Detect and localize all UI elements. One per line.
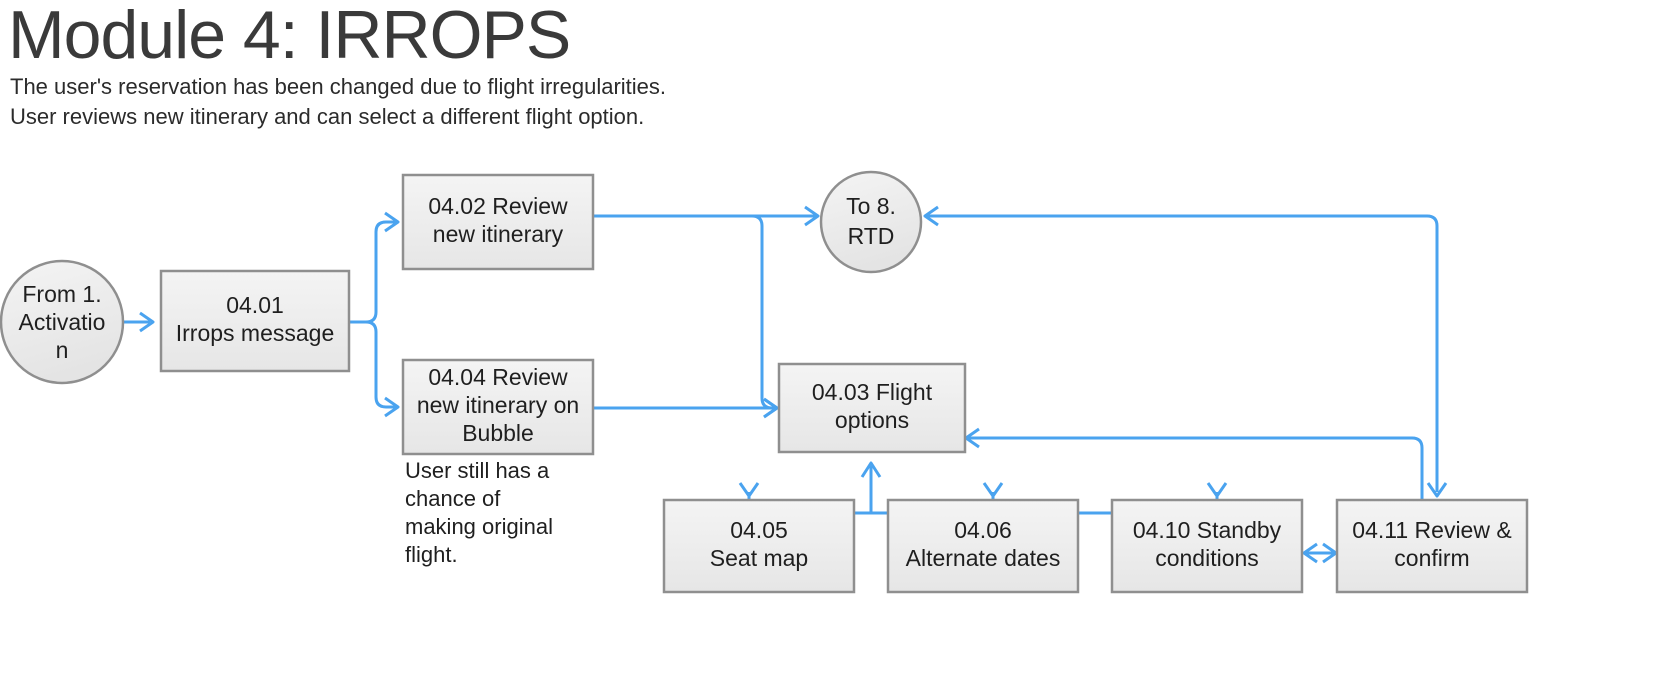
node-04-06-line-2: Alternate dates xyxy=(906,545,1061,571)
node-04-04-line-1: 04.04 Review xyxy=(428,364,568,390)
node-04-02-review-new-itinerary[interactable]: 04.02 Review new itinerary xyxy=(401,173,595,271)
note-line-3: making original xyxy=(405,514,553,539)
node-to-8-rtd[interactable]: To 8. RTD xyxy=(819,170,923,274)
node-04-06-alternate-dates[interactable]: 04.06 Alternate dates xyxy=(886,498,1080,594)
node-04-05-line-1: 04.05 xyxy=(730,517,788,543)
node-from-1-activation-line-3: n xyxy=(56,337,69,363)
node-layer: From 1. Activatio n 04.01 Irrops message… xyxy=(0,170,1529,594)
note-layer: User still has a chance of making origin… xyxy=(405,458,553,567)
edge-from-activation-to-0401 xyxy=(124,311,155,333)
note-line-1: User still has a xyxy=(405,458,550,483)
edge-0402-to-rtd xyxy=(593,205,820,227)
subtitle-line-2: User reviews new itinerary and can selec… xyxy=(10,104,645,129)
node-04-01-irrops-message[interactable]: 04.01 Irrops message xyxy=(159,269,351,373)
node-from-1-activation-line-1: From 1. xyxy=(22,281,101,307)
edge-0402-to-0403 xyxy=(751,214,779,419)
node-to-8-rtd-line-1: To 8. xyxy=(846,193,896,219)
node-04-05-seat-map[interactable]: 04.05 Seat map xyxy=(662,498,856,594)
node-04-10-line-1: 04.10 Standby xyxy=(1133,517,1282,543)
node-04-11-line-1: 04.11 Review & xyxy=(1352,517,1511,543)
node-from-1-activation-line-2: Activatio xyxy=(19,309,106,335)
node-04-01-line-2: Irrops message xyxy=(176,320,335,346)
edge-0401-to-0404 xyxy=(349,320,400,418)
node-04-03-line-1: 04.03 Flight xyxy=(812,379,933,405)
edge-0404-to-0403 xyxy=(593,397,779,419)
node-04-04-line-3: Bubble xyxy=(462,420,534,446)
node-04-02-line-1: 04.02 Review xyxy=(428,193,568,219)
node-04-06-line-1: 04.06 xyxy=(954,517,1012,543)
subtitle-line-1: The user's reservation has been changed … xyxy=(10,74,667,99)
node-04-11-review-and-confirm[interactable]: 04.11 Review & confirm xyxy=(1335,498,1529,594)
note-bubble-chance: User still has a chance of making origin… xyxy=(405,458,553,567)
page-title: Module 4: IRROPS xyxy=(8,0,571,73)
node-04-03-line-2: options xyxy=(835,407,909,433)
note-line-4: flight. xyxy=(405,542,458,567)
edge-outer-right-loop-to-0411 xyxy=(923,205,1448,498)
node-04-05-line-2: Seat map xyxy=(710,545,808,571)
node-04-02-line-2: new itinerary xyxy=(433,221,564,247)
node-04-11-line-2: confirm xyxy=(1394,545,1469,571)
page-subtitle: The user's reservation has been changed … xyxy=(10,72,666,132)
node-04-01-line-1: 04.01 xyxy=(226,292,284,318)
edge-0401-to-0402 xyxy=(349,211,400,324)
node-to-8-rtd-line-2: RTD xyxy=(848,223,895,249)
edge-0410-0411-bidirectional xyxy=(1302,542,1338,564)
node-04-10-standby-conditions[interactable]: 04.10 Standby conditions xyxy=(1110,498,1304,594)
node-04-04-review-new-itinerary-on-bubble[interactable]: 04.04 Review new itinerary on Bubble xyxy=(401,358,595,456)
node-04-10-line-2: conditions xyxy=(1155,545,1259,571)
node-04-04-line-2: new itinerary on xyxy=(417,392,579,418)
node-04-03-flight-options[interactable]: 04.03 Flight options xyxy=(777,362,967,454)
node-from-1-activation[interactable]: From 1. Activatio n xyxy=(0,259,125,385)
note-line-2: chance of xyxy=(405,486,501,511)
